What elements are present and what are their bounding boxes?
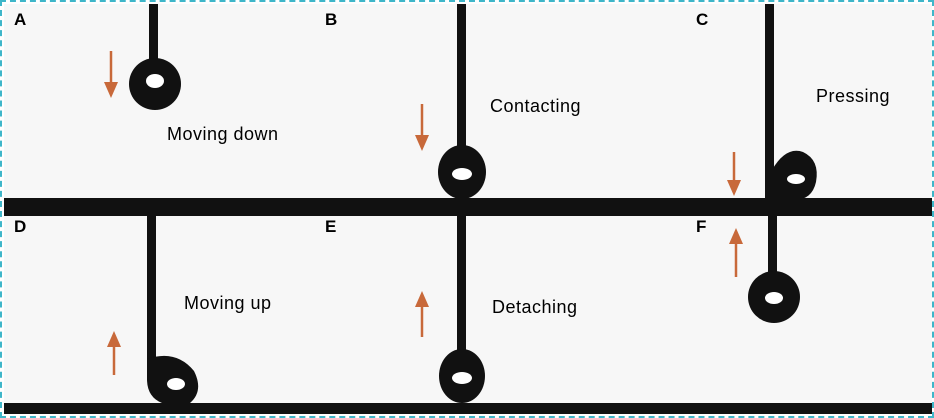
substrate-surface [626, 403, 932, 414]
substrate-surface [4, 209, 315, 216]
substrate-surface [4, 403, 315, 414]
panel-f: F [626, 209, 932, 414]
substrate-surface [4, 198, 315, 209]
panel-caption: Moving down [167, 124, 279, 144]
substrate-surface [626, 198, 932, 209]
panel-caption: Pressing [816, 86, 891, 106]
panel-caption: Detaching [492, 297, 578, 317]
panel-f-graphic [626, 209, 932, 414]
panel-letter: A [14, 10, 27, 29]
droplet-highlight [452, 372, 472, 384]
needle [147, 209, 156, 379]
needle [768, 209, 777, 275]
panel-caption: Contacting [490, 96, 582, 116]
panel-b: B Contacting [315, 4, 626, 209]
panel-letter: E [325, 217, 337, 236]
panel-a: A Moving down [4, 4, 315, 209]
panel-e: E Detaching [315, 209, 626, 414]
panel-letter: D [14, 217, 27, 236]
panel-a-graphic [4, 4, 315, 209]
panel-c-graphic [626, 4, 932, 209]
needle [457, 209, 466, 355]
droplet-highlight [146, 74, 164, 88]
substrate-surface [315, 198, 626, 209]
panel-d-graphic [4, 209, 315, 414]
needle [457, 4, 466, 150]
droplet-highlight [765, 292, 783, 304]
droplet-highlight [452, 168, 472, 180]
panel-c: C Pressing [626, 4, 932, 209]
up-arrow-icon [415, 291, 429, 337]
panel-caption: Moving up [184, 293, 272, 313]
down-arrow-icon [727, 152, 741, 196]
panel-letter: B [325, 10, 338, 29]
panel-letter: C [696, 10, 709, 29]
substrate-surface [315, 403, 626, 414]
down-arrow-icon [104, 51, 118, 98]
panel-b-graphic [315, 4, 626, 209]
droplet-highlight [167, 378, 185, 390]
panel-letter: F [696, 217, 707, 236]
up-arrow-icon [107, 331, 121, 375]
needle [765, 4, 774, 198]
down-arrow-icon [415, 104, 429, 151]
panel-d: D Moving up [4, 209, 315, 414]
panel-e-graphic [315, 209, 626, 414]
up-arrow-icon [729, 228, 743, 277]
substrate-surface [315, 209, 626, 216]
droplet-highlight [787, 174, 805, 184]
substrate-surface [626, 209, 932, 216]
needle [149, 4, 158, 66]
